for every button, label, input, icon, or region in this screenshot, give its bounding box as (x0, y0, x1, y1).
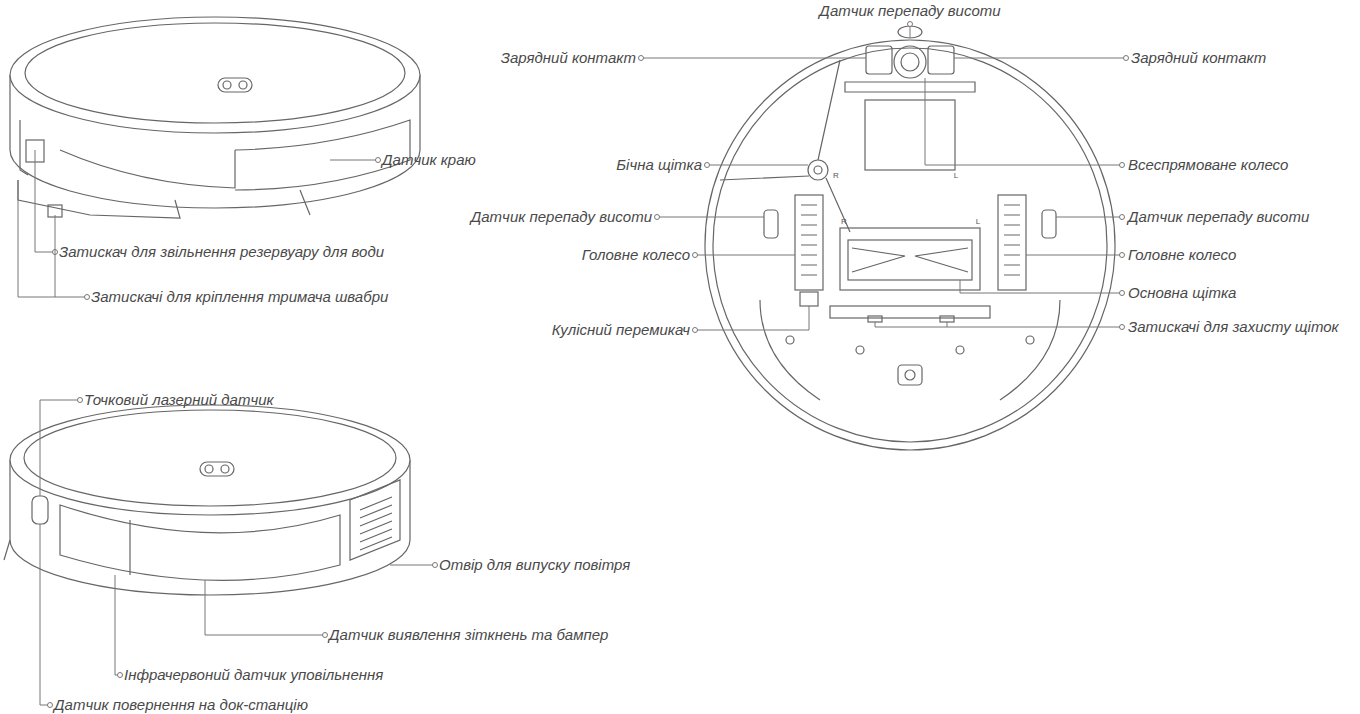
part-label: Затискач для звільнення резервуару для в… (59, 243, 384, 261)
part-label: Датчик краю (382, 151, 476, 169)
robot-top-view (10, 17, 420, 218)
part-label: Датчик повернення на док-станцію (54, 696, 308, 714)
part-label: Інфрачервоний датчик уповільнення (124, 666, 383, 684)
part-label: Зарядний контакт (1131, 49, 1266, 67)
part-label: Датчик перепаду висоти (1128, 208, 1309, 226)
part-label: Отвір для випуску повітря (439, 556, 630, 574)
part-label: Головне колесо (582, 246, 690, 264)
robot-front-view (4, 405, 410, 595)
side-mark: R (841, 217, 847, 227)
side-mark: R (833, 171, 839, 181)
part-label: Всеспрямоване колесо (1128, 156, 1288, 174)
part-label: Бічна щітка (616, 156, 702, 174)
part-label: Кулісний перемикач (552, 321, 690, 339)
part-label: Точковий лазерний датчик (84, 391, 274, 409)
part-label: Датчик перепаду висоти (471, 208, 652, 226)
part-label: Основна щітка (1128, 284, 1236, 302)
part-label: Головне колесо (1128, 246, 1236, 264)
part-label: Датчик перепаду висоти (819, 2, 1000, 20)
part-label: Затискачі для кріплення тримача швабри (91, 288, 388, 306)
part-label: Датчик виявлення зіткнень та бампер (329, 626, 608, 644)
side-mark: L (976, 217, 980, 227)
side-mark: L (954, 171, 958, 181)
leader-lines (18, 22, 1129, 708)
part-label: Затискачі для захисту щіток (1128, 318, 1339, 336)
part-label: Зарядний контакт (501, 49, 636, 67)
robot-bottom-view (705, 26, 1115, 450)
